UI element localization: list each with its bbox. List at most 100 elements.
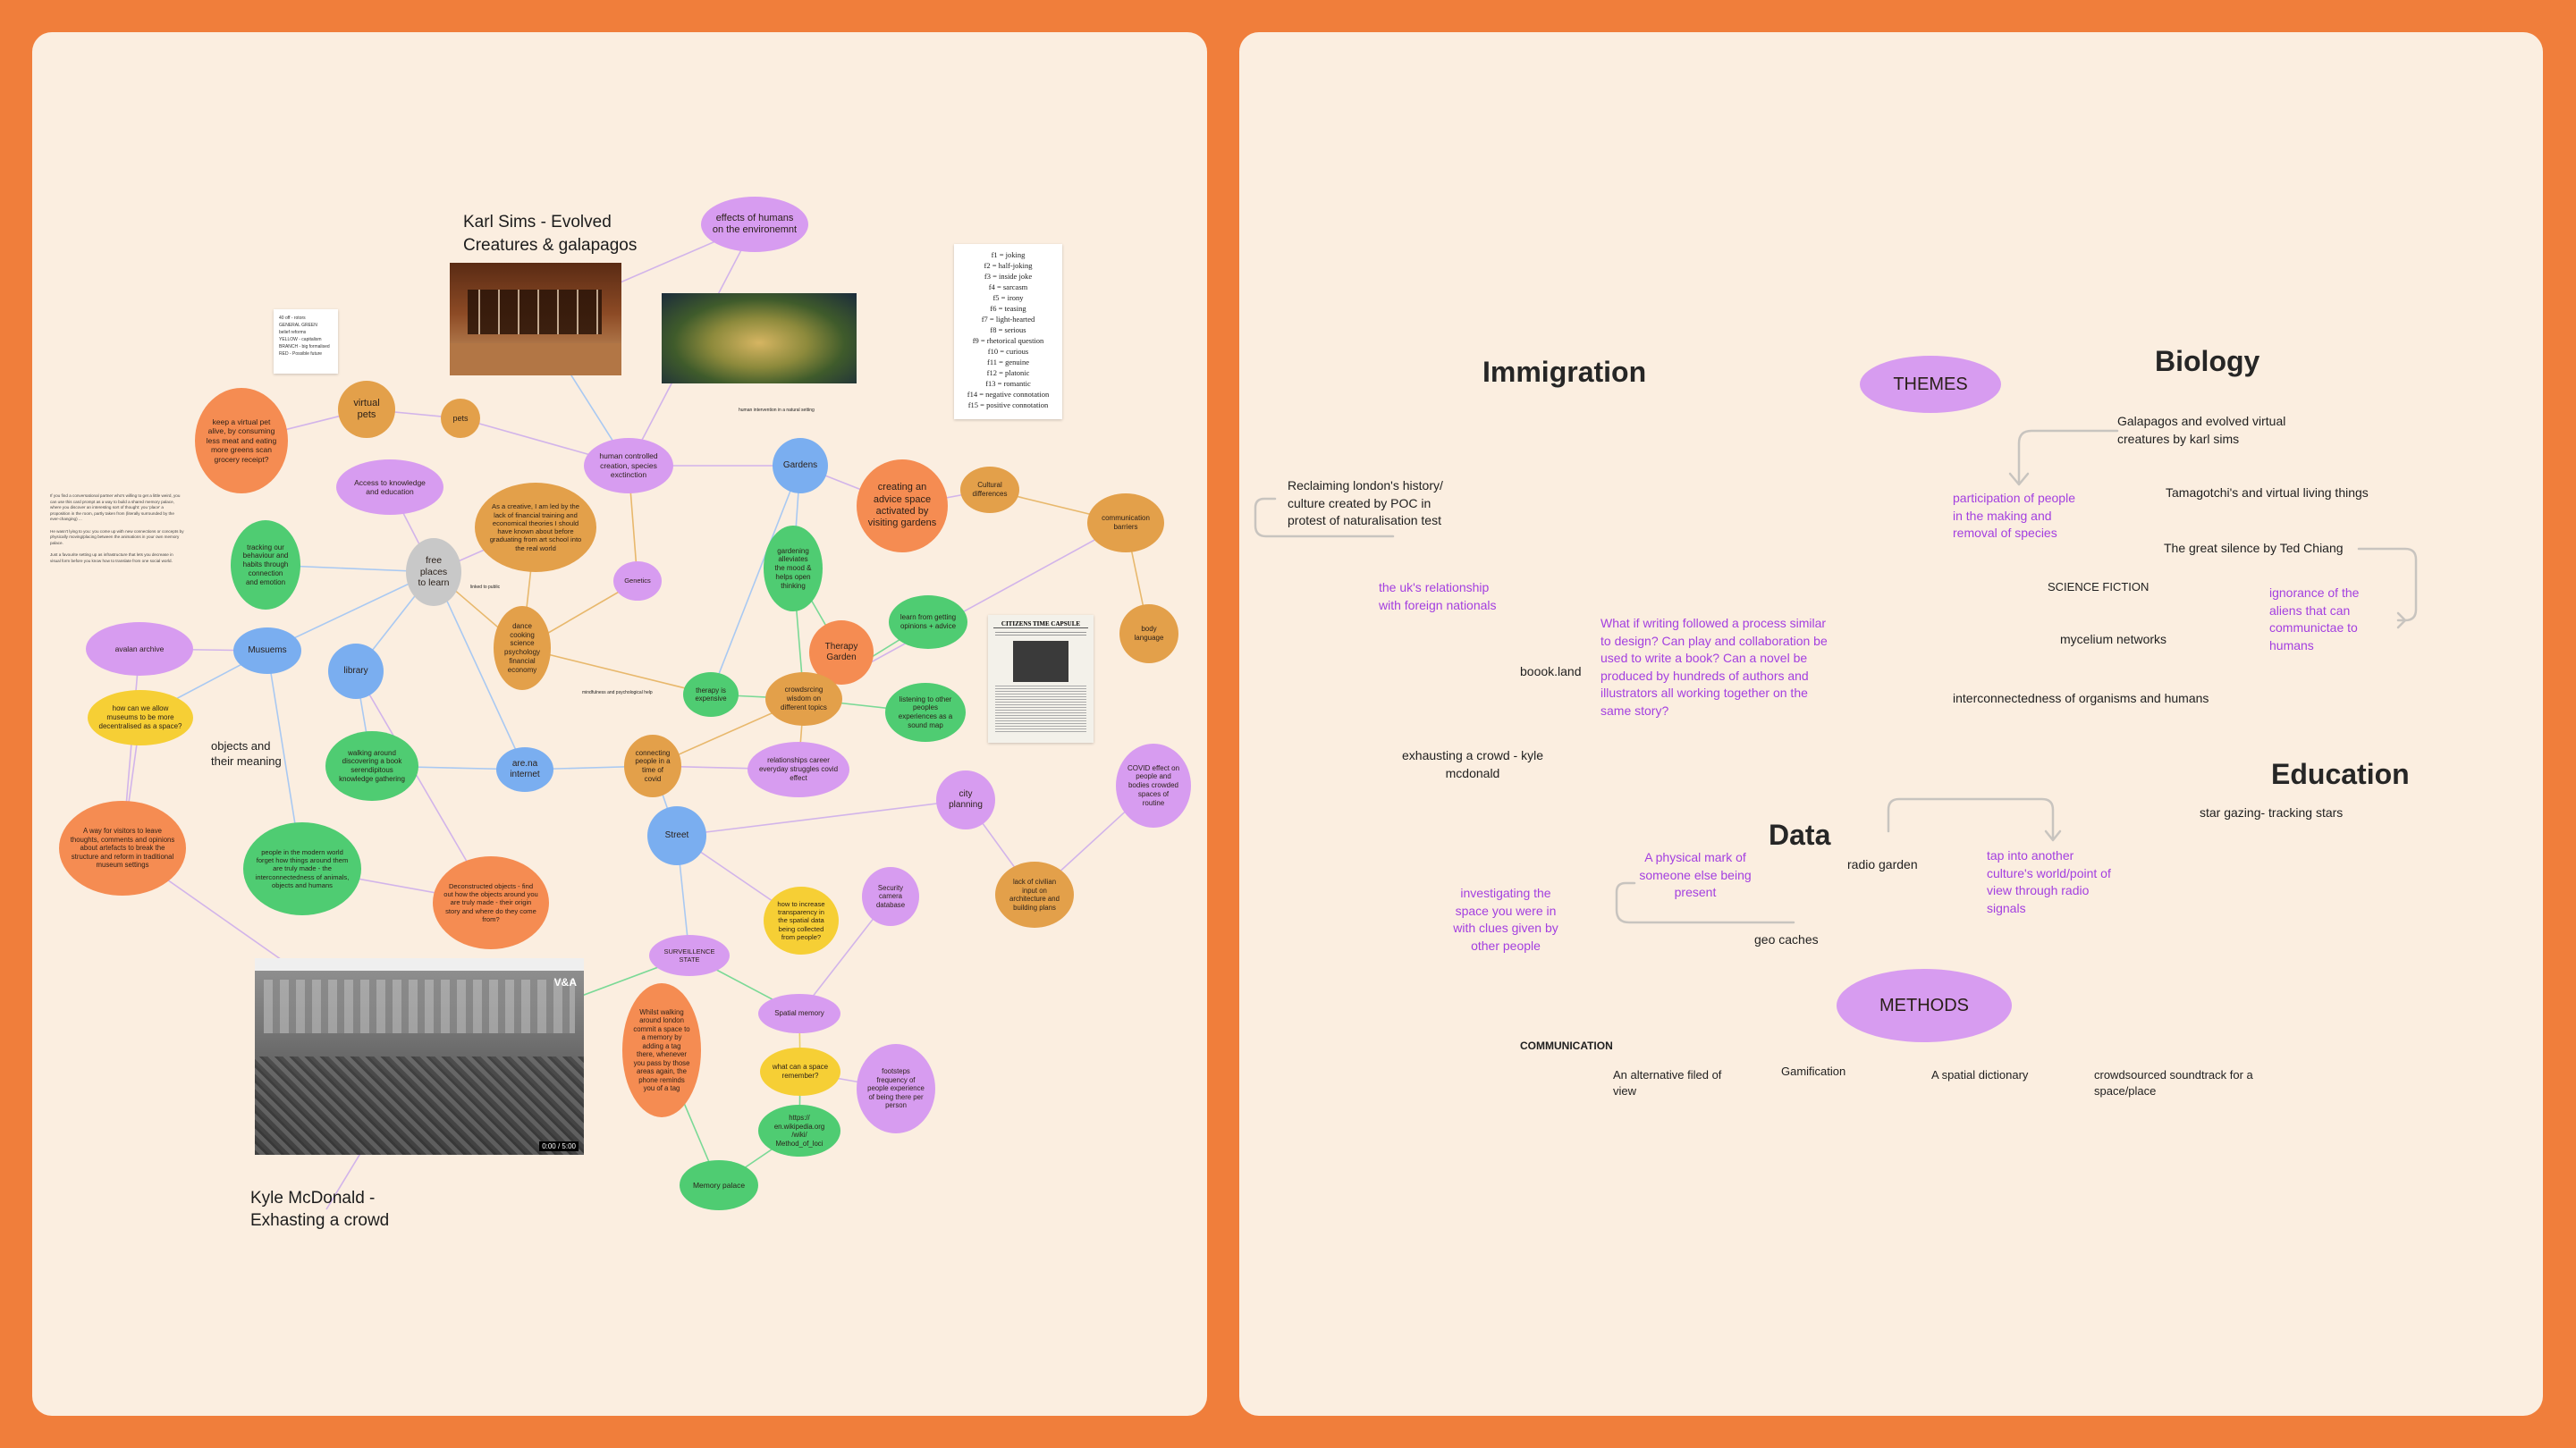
node-walking-book[interactable]: walking around discovering a book serend… (325, 731, 418, 801)
node-dance-cooking[interactable]: dance cooking science psychology financi… (494, 606, 551, 690)
node-memory-palace[interactable]: Memory palace (680, 1160, 758, 1210)
poem-line: f14 = negative connotation (967, 390, 1050, 399)
item-tamagotchi: Tamagotchi's and virtual living things (2166, 485, 2369, 500)
node-method-of-loci[interactable]: https:// en.wikipedia.org /wiki/ Method_… (758, 1105, 840, 1157)
node-effects[interactable]: effects of humans on the environemnt (701, 197, 808, 252)
themes-badge[interactable]: THEMES (1860, 356, 2001, 413)
item-exhausting-crowd: exhausting a crowd - kyle mcdonald (1402, 748, 1543, 780)
node-learn-advice[interactable]: learn from getting opinions + advice (889, 595, 967, 649)
connector-arrows (1254, 429, 2418, 924)
node-museums[interactable]: Musuems (233, 627, 301, 674)
node-spatial-memory[interactable]: Spatial memory (758, 994, 840, 1033)
node-footsteps[interactable]: footsteps frequency of people experience… (857, 1044, 935, 1133)
item-tap-into-culture: tap into another culture's world/point o… (1987, 848, 2111, 915)
node-surveillance-state[interactable]: SURVEILLENCE STATE (649, 935, 730, 976)
node-virtual-pets[interactable]: virtual pets (338, 381, 395, 438)
node-pets[interactable]: pets (441, 399, 480, 438)
node-body-language[interactable]: body language (1119, 604, 1178, 663)
item-alternative-view: An alternative filed of view (1613, 1068, 1722, 1099)
notes-paragraph: If you find a conversational partner who… (50, 493, 184, 570)
node-avalan-archive[interactable]: avalan archive (86, 622, 193, 676)
node-whilst-walking[interactable]: Whilst walking around london commit a sp… (622, 983, 701, 1117)
edge-label: linked to public (470, 585, 501, 590)
methods-badge[interactable]: METHODS (1837, 969, 2012, 1042)
item-radio-garden: radio garden (1847, 857, 1918, 871)
node-cultural-differences[interactable]: Cultural differences (960, 467, 1019, 513)
node-library[interactable]: library (328, 644, 384, 699)
node-access-knowledge[interactable]: Access to knowledge and education (336, 459, 443, 515)
node-crowdsourcing-wisdom[interactable]: crowdsrcing wisdom on different topics (765, 672, 842, 726)
notes-paragraph-line: If you find a conversational partner who… (50, 493, 181, 521)
poem-line: f11 = genuine (987, 358, 1029, 366)
item-star-gazing: star gazing- tracking stars (2200, 805, 2344, 820)
node-street[interactable]: Street (647, 806, 706, 865)
poem-line: f13 = romantic (985, 379, 1031, 388)
item-galapagos: Galapagos and evolved virtual creatures … (2117, 414, 2286, 446)
poem-line: f7 = light-hearted (981, 315, 1035, 324)
node-keep-virtual-pet[interactable]: keep a virtual pet alive, by consuming l… (195, 388, 288, 493)
newspaper-title: CITIZENS TIME CAPSULE (993, 620, 1088, 628)
node-connecting-covid[interactable]: connecting people in a time of covid (624, 735, 681, 797)
node-gardening[interactable]: gardening alleviates the mood & helps op… (764, 526, 823, 611)
karl-sims-installation-photo (450, 263, 621, 375)
video-logo: V&A (553, 976, 577, 989)
item-investigating-space: investigating the space you were in with… (1453, 886, 1558, 953)
small-caption: human intervention in a natural setting (739, 408, 815, 413)
node-advice-space[interactable]: creating an advice space activated by vi… (857, 459, 948, 552)
item-great-silence: The great silence by Ted Chiang (2164, 541, 2344, 555)
exhausting-crowd-video[interactable]: V&A 0:00 / 5:00 (255, 958, 584, 1155)
node-security-camera[interactable]: Security camera database (862, 867, 919, 926)
item-crowdsourced-soundtrack: crowdsourced soundtrack for a space/plac… (2094, 1068, 2253, 1099)
edge-label: mindfulness and psychological help (582, 690, 653, 695)
node-genetics[interactable]: Genetics (613, 561, 662, 601)
node-gardens[interactable]: Gardens (773, 438, 828, 493)
heading-data: Data (1769, 819, 1831, 851)
item-physical-mark: A physical mark of someone else being pr… (1639, 850, 1752, 900)
node-relationships[interactable]: relationships career everyday struggles … (747, 742, 849, 797)
themes-board[interactable]: Immigration Biology Education Data THEME… (1239, 32, 2543, 1416)
video-timestamp: 0:00 / 5:00 (539, 1141, 579, 1151)
node-city-planning[interactable]: city planning (936, 770, 995, 829)
poem-line: f6 = teasing (990, 304, 1026, 313)
karl-sims-title: Karl Sims - Evolved Creatures & galapago… (463, 213, 638, 255)
node-free-places[interactable]: free places to learn (406, 538, 461, 606)
mind-map-board[interactable]: Karl Sims - Evolved Creatures & galapago… (32, 32, 1207, 1416)
newspaper-clipping: CITIZENS TIME CAPSULE (988, 615, 1094, 743)
poem-line: f15 = positive connotation (967, 400, 1049, 409)
heading-education: Education (2271, 758, 2410, 790)
objects-meaning-label: objects and their meaning (211, 739, 282, 768)
item-spatial-dictionary: A spatial dictionary (1931, 1068, 2029, 1082)
node-covid-effect[interactable]: COVID effect on people and bodies crowde… (1116, 744, 1191, 828)
node-creative[interactable]: As a creative, I am led by the lack of f… (475, 483, 596, 572)
node-decentralised-museums[interactable]: how can we allow museums to be more dece… (88, 690, 193, 745)
item-gamification: Gamification (1781, 1065, 1846, 1078)
item-interconnectedness: interconnectedness of organisms and huma… (1953, 691, 2209, 705)
node-communication-barriers[interactable]: communication barriers (1087, 493, 1164, 552)
node-space-remember[interactable]: what can a space remember? (760, 1048, 840, 1096)
item-boook-land: boook.land (1520, 664, 1582, 678)
poem-line: f12 = platonic (986, 368, 1030, 377)
node-transparency[interactable]: how to increase transparency in the spat… (764, 887, 839, 955)
node-listening-sound-map[interactable]: listening to other peoples experiences a… (885, 683, 966, 742)
item-participation: participation of people in the making an… (1953, 491, 2075, 541)
node-arena-internet[interactable]: are.na internet (496, 747, 553, 792)
poem-line: f3 = inside joke (984, 272, 1033, 281)
node-deconstructed-objects[interactable]: Deconstructed objects - find out how the… (433, 856, 549, 949)
poem-line: f9 = rhetorical question (972, 336, 1044, 345)
item-science-fiction: SCIENCE FICTION (2048, 580, 2149, 594)
node-way-for-visitors[interactable]: A way for visitors to leave thoughts, co… (59, 801, 186, 896)
evolved-landscape-photo (662, 293, 857, 383)
poem-line: f5 = irony (992, 293, 1024, 302)
node-people-modern-world[interactable]: people in the modern world forget how th… (243, 822, 361, 915)
kyle-mcdonald-title: Kyle McDonald - Exhasting a crowd (250, 1189, 390, 1230)
poem-line: f10 = curious (987, 347, 1029, 356)
item-communication: COMMUNICATION (1520, 1040, 1613, 1052)
node-therapy-expensive[interactable]: therapy is expensive (683, 672, 739, 717)
poem-line: f8 = serious (990, 325, 1026, 334)
node-human-controlled[interactable]: human controlled creation, species excti… (584, 438, 673, 493)
note-card: 40 off - rotors GENERAL GREEN belief ref… (274, 309, 338, 374)
node-lack-civilian-input[interactable]: lack of civilian input on architecture a… (995, 862, 1074, 928)
node-tracking-behaviour[interactable]: tracking our behaviour and habits throug… (231, 520, 300, 610)
item-geo-caches: geo caches (1754, 932, 1819, 947)
